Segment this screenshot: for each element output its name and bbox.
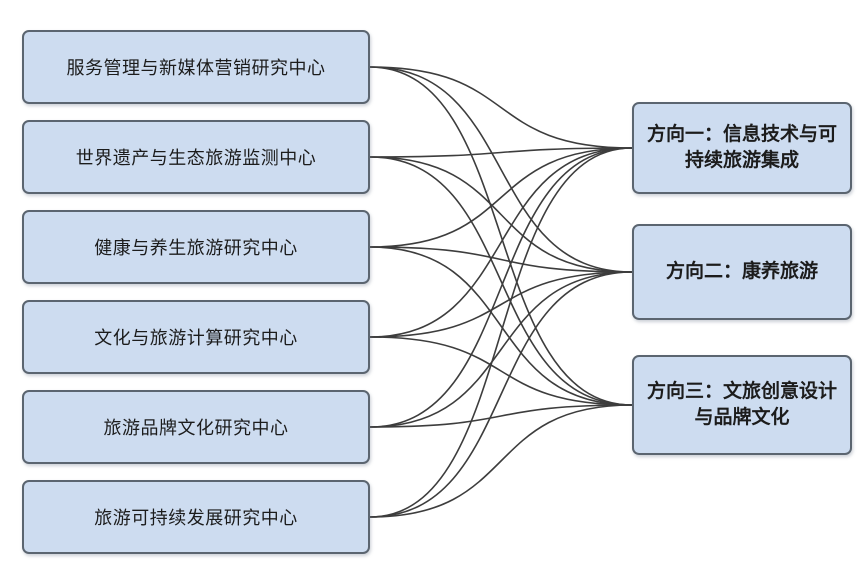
edge-center-sustainable-dev-to-direction-1 [369,147,633,518]
node-label: 旅游可持续发展研究中心 [94,508,298,528]
edge-center-sustainable-dev-to-direction-2 [369,271,633,518]
edge-center-brand-culture-to-direction-1 [369,147,633,428]
edge-center-world-heritage-to-direction-1 [369,147,633,158]
edge-center-sustainable-dev-to-direction-3 [369,404,633,518]
node-label: 服务管理与新媒体营销研究中心 [66,58,326,78]
edge-center-health-wellness-to-direction-1 [369,147,633,248]
node-center-brand-culture: 旅游品牌文化研究中心 [22,390,370,464]
node-direction-2: 方向二：康养旅游 [632,224,852,320]
node-label: 方向一：信息技术与可持续旅游集成 [646,124,837,171]
edge-center-service-media-to-direction-1 [369,66,633,149]
node-direction-1: 方向一：信息技术与可持续旅游集成 [632,102,852,194]
edge-center-service-media-to-direction-2 [369,66,633,273]
node-direction-3: 方向三：文旅创意设计与品牌文化 [632,355,852,455]
node-label: 旅游品牌文化研究中心 [103,418,289,438]
edge-center-service-media-to-direction-3 [369,66,633,406]
edge-center-culture-computing-to-direction-1 [369,147,633,338]
node-label: 世界遗产与生态旅游监测中心 [75,148,317,168]
node-center-service-media: 服务管理与新媒体营销研究中心 [22,30,370,104]
node-label: 健康与养生旅游研究中心 [94,238,298,258]
node-center-sustainable-dev: 旅游可持续发展研究中心 [22,480,370,554]
edge-center-culture-computing-to-direction-2 [369,271,633,338]
node-center-culture-computing: 文化与旅游计算研究中心 [22,300,370,374]
edge-center-culture-computing-to-direction-3 [369,336,633,406]
edge-center-health-wellness-to-direction-3 [369,246,633,406]
node-center-world-heritage: 世界遗产与生态旅游监测中心 [22,120,370,194]
node-label: 方向二：康养旅游 [665,261,818,282]
node-center-health-wellness: 健康与养生旅游研究中心 [22,210,370,284]
edge-center-world-heritage-to-direction-3 [369,156,633,406]
edge-center-brand-culture-to-direction-3 [369,404,633,428]
node-label: 文化与旅游计算研究中心 [94,328,298,348]
node-label: 方向三：文旅创意设计与品牌文化 [646,381,837,428]
edge-center-brand-culture-to-direction-2 [369,271,633,428]
edge-center-world-heritage-to-direction-2 [369,156,633,273]
edge-center-health-wellness-to-direction-2 [369,246,633,273]
